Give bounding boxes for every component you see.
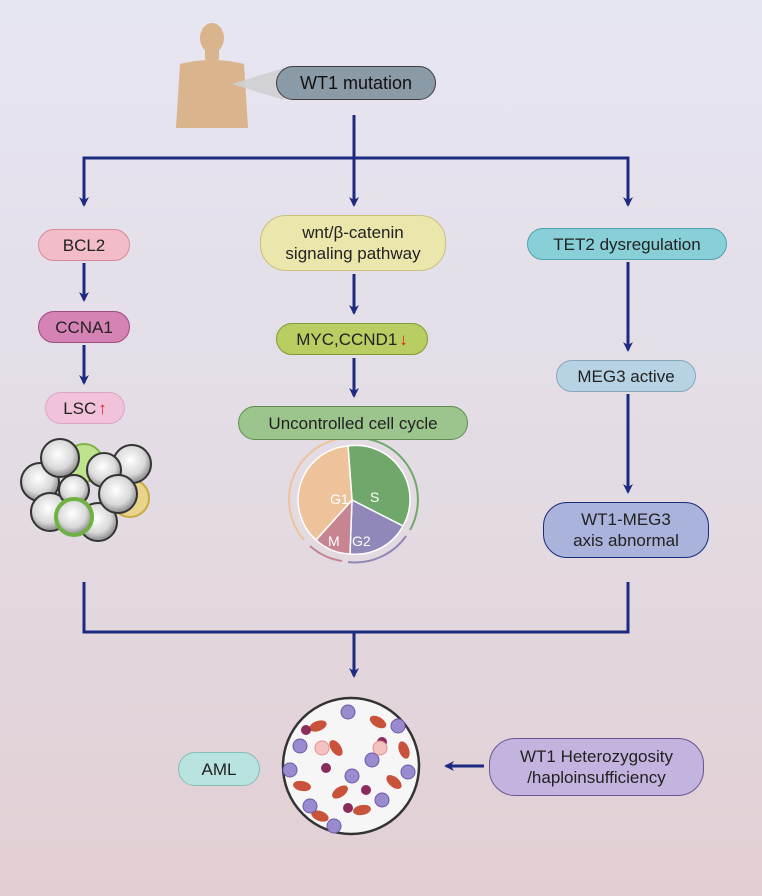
stem-cell-cluster-icon [20,438,152,542]
pie-slice-g2 [349,498,405,556]
pie-label-s: S [370,489,379,505]
wt1-heterozygosity-box: WT1 Heterozygosity /haploinsufficiency [489,738,704,796]
down-arrow-icon: ↓ [399,329,408,349]
tet2-label: TET2 dysregulation [553,234,701,254]
bcl2-box: BCL2 [38,229,130,261]
flow-arrows [79,115,633,771]
wt1-mutation-box: WT1 mutation [276,66,436,100]
lsc-box: LSC↑ [45,392,125,424]
ccna1-box: CCNA1 [38,311,130,343]
uncontrolled-cell-cycle-label: Uncontrolled cell cycle [268,413,438,433]
meg3-label: MEG3 active [577,366,675,386]
human-icon [176,23,248,128]
wt1-meg3-axis-label: WT1-MEG3 axis abnormal [573,510,679,550]
wt1-heterozygosity-label: WT1 Heterozygosity /haploinsufficiency [519,747,674,787]
pie-label-g1: G1 [330,491,349,507]
tet2-box: TET2 dysregulation [527,228,727,260]
myc-ccnd1-label: MYC,CCND1 [296,329,398,349]
aml-label: AML [201,759,237,779]
uncontrolled-cell-cycle-box: Uncontrolled cell cycle [238,406,468,440]
ccna1-label: CCNA1 [55,317,113,337]
pie-label-g2: G2 [352,533,371,549]
wnt-pathway-box: wnt/β-catenin signaling pathway [260,215,446,271]
pie-slice-s [347,444,411,527]
wt1-meg3-axis-box: WT1-MEG3 axis abnormal [543,502,709,558]
wt1-mutation-label: WT1 mutation [299,72,413,93]
blood-smear-icon [281,696,421,836]
up-arrow-icon: ↑ [98,398,107,418]
myc-ccnd1-box: MYC,CCND1↓ [276,323,428,355]
wnt-pathway-label: wnt/β-catenin signaling pathway [285,223,421,263]
pie-label-m: M [328,533,340,549]
cell-cycle-pie: G1 S G2 M [288,436,419,564]
callout-pointer [232,68,284,100]
lsc-label: LSC [63,398,97,418]
bcl2-label: BCL2 [62,235,106,255]
meg3-box: MEG3 active [556,360,696,392]
pie-slice-g1 [297,445,353,542]
aml-box: AML [178,752,260,786]
